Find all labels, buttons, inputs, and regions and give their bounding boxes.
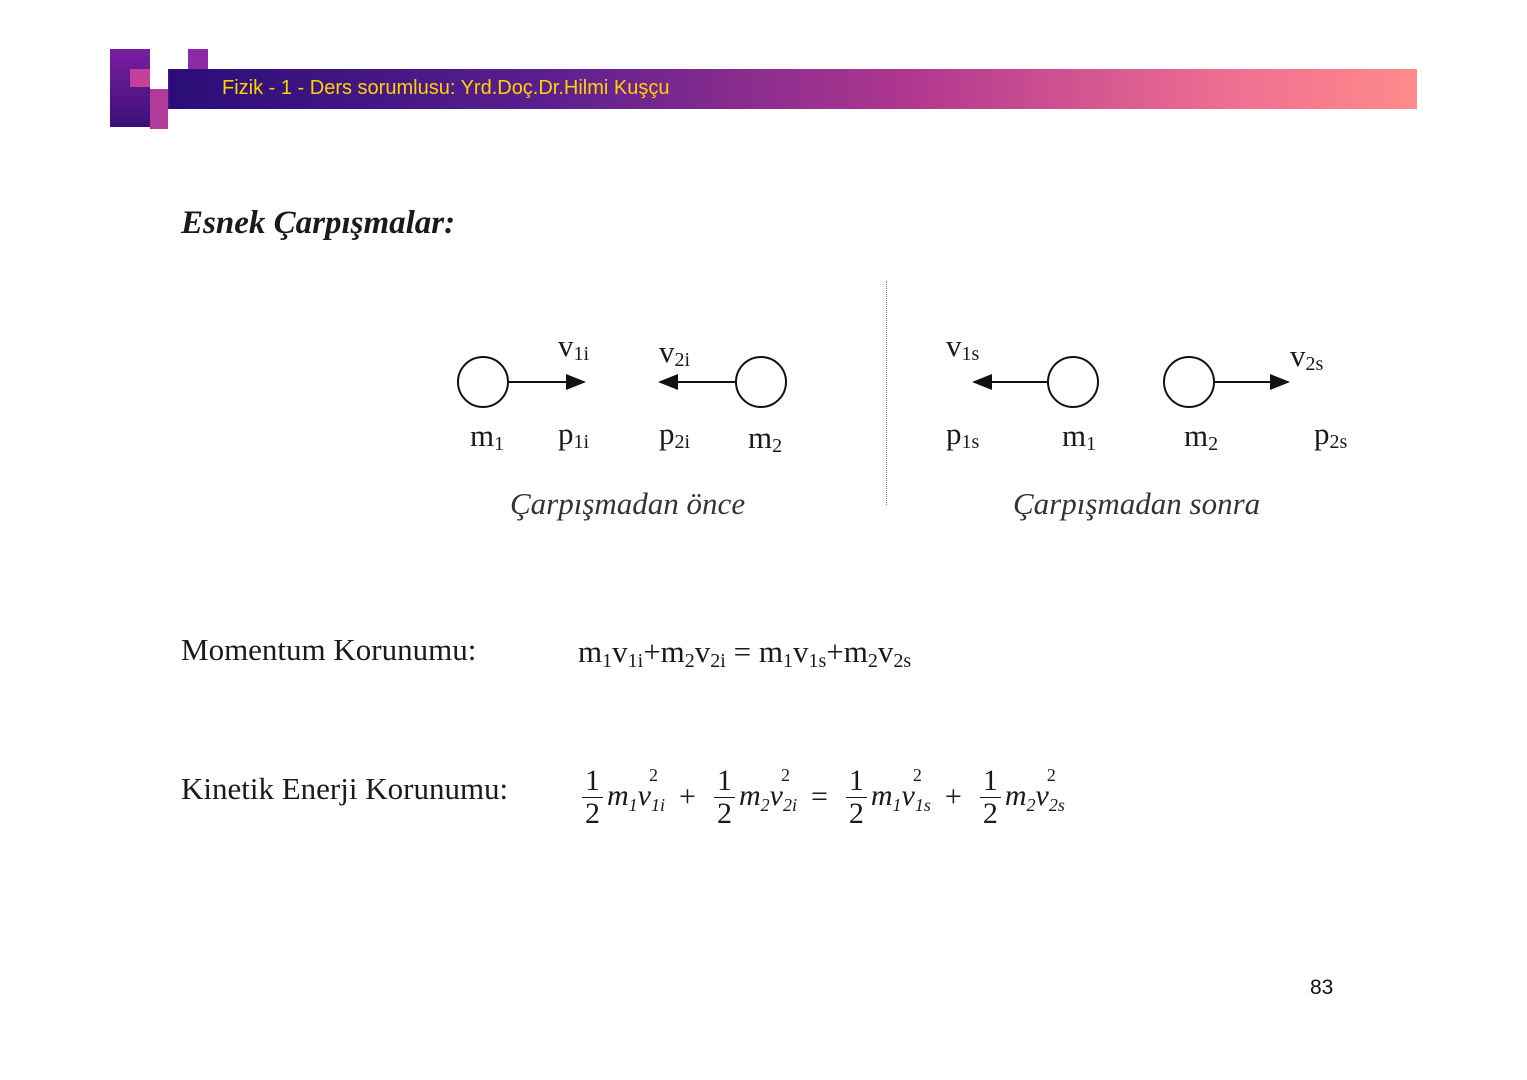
ball-m2-before (735, 356, 787, 408)
logo-square (130, 69, 150, 87)
label-m2-after: m2 (1184, 418, 1219, 455)
ball-m1-before (457, 356, 509, 408)
caption-after: Çarpışmadan sonra (1013, 486, 1261, 521)
caption-before: Çarpışmadan önce (510, 486, 746, 521)
slide-heading: Esnek Çarpışmalar: (181, 205, 456, 241)
diagram-divider (886, 281, 887, 505)
label-v2s: v2s (1290, 338, 1324, 375)
label-m1-before: m1 (470, 418, 505, 455)
ball-m2-after (1163, 356, 1215, 408)
logo-square (110, 49, 150, 127)
header-title: Fizik - 1 - Ders sorumlusu: Yrd.Doç.Dr.H… (222, 77, 670, 99)
label-p2i: p2i (659, 416, 691, 453)
header-logo (110, 49, 208, 129)
label-p1i: p1i (558, 416, 590, 453)
label-p1s: p1s (946, 416, 980, 453)
label-v2i: v2i (659, 334, 691, 371)
page-number: 83 (1310, 976, 1334, 999)
kinetic-label: Kinetik Enerji Korunumu: (181, 771, 509, 806)
header-band (170, 69, 1417, 109)
momentum-equation: m1v1i+m2v2i = m1v1s+m2v2s (578, 634, 912, 672)
label-v1s: v1s (946, 328, 980, 365)
label-m2-before: m2 (748, 420, 783, 457)
label-v1i: v1i (558, 328, 590, 365)
momentum-label: Momentum Korunumu: (181, 632, 477, 667)
label-p2s: p2s (1314, 416, 1348, 453)
ball-m1-after (1047, 356, 1099, 408)
logo-square (150, 89, 168, 129)
label-m1-after: m1 (1062, 418, 1097, 455)
